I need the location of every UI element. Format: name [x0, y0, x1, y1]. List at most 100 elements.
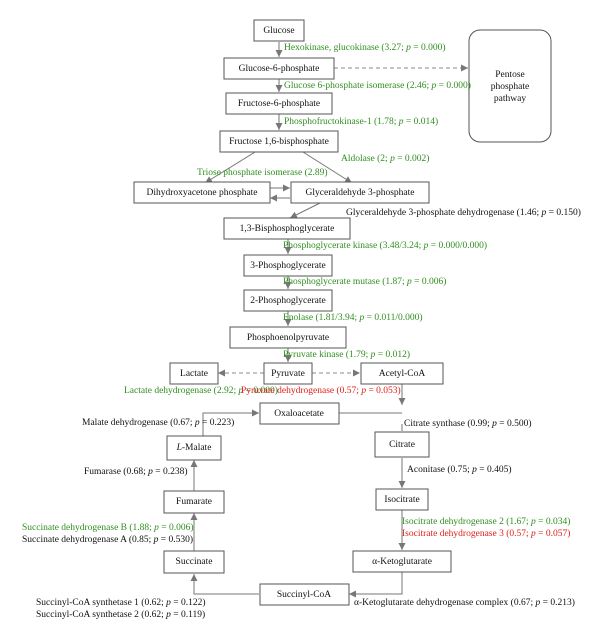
enzyme-enolase-text: Enolase (1.81/3.94;	[283, 312, 360, 323]
enzyme-akg-dehydrogenase-complex: α-Ketoglutarate dehydrogenase complex (0…	[354, 597, 575, 608]
enzyme-pyruvate-dehydrogenase: Pyruvate dehydrogenase (0.57; p = 0.053)	[241, 385, 401, 396]
p-symbol: p	[530, 529, 536, 539]
enzyme-gapdh-text: Glyceraldehyde 3-phosphate dehydrogenase…	[346, 207, 541, 218]
enzyme-g6p-isomerase-pvalue: = 0.000)	[436, 80, 471, 91]
enzyme-idh3-pvalue: = 0.057)	[536, 528, 571, 539]
enzyme-scs1-text: Succinyl-CoA synthetase 1 (0.62;	[36, 597, 166, 608]
edge-g3p-bpg13	[289, 202, 321, 219]
enzyme-aconitase-pvalue: = 0.405)	[477, 464, 512, 475]
enzyme-hexokinase: Hexokinase, glucokinase (3.27; p = 0.000…	[284, 42, 446, 53]
enzyme-pdh-pvalue: = 0.053)	[366, 385, 401, 396]
enzyme-hexokinase-pvalue: = 0.000)	[411, 42, 446, 53]
enzyme-aldolase-pvalue: = 0.002)	[395, 153, 430, 164]
enzyme-phosphoglycerate-kinase: Phosphoglycerate kinase (3.48/3.24; p = …	[283, 240, 487, 251]
enzyme-sdhb-pvalue: = 0.006)	[159, 522, 194, 533]
enzyme-pgm-text: Phosphoglycerate mutase (1.87;	[283, 276, 407, 287]
enzyme-gapdh-pvalue: = 0.150)	[546, 207, 581, 218]
p-symbol: p	[194, 418, 200, 428]
node-lactate-label: Lactate	[180, 369, 208, 379]
node-2-phosphoglycerate: 2-Phosphoglycerate	[243, 289, 333, 312]
enzyme-enolase: Enolase (1.81/3.94; p = 0.011/0.000)	[283, 312, 423, 323]
enzyme-idh3-text: Isocitrate dehydrogenase 3 (0.57;	[402, 528, 531, 539]
node-isocitrate: Isocitrate	[375, 488, 429, 511]
enzyme-aconitase: Aconitase (0.75; p = 0.405)	[407, 464, 512, 475]
node-13-bisphosphoglycerate: 1,3-Bisphosphoglycerate	[223, 217, 351, 240]
enzyme-fumarase: Fumarase (0.68; p = 0.238)	[84, 466, 188, 477]
enzyme-succinate-dehydrogenase-a: Succinate dehydrogenase A (0.85; p = 0.5…	[22, 534, 193, 545]
enzyme-fumarase-pvalue: = 0.238)	[153, 466, 188, 477]
enzyme-fumarase-text: Fumarase (0.68;	[84, 466, 148, 477]
p-symbol: p	[405, 43, 411, 53]
pathway-edges	[190, 42, 468, 598]
edge-akg-succinylcoa	[349, 572, 403, 598]
ppp-line-1: Pentose	[495, 70, 525, 80]
enzyme-mdh-text: Malate dehydrogenase (0.67;	[82, 417, 195, 428]
enzyme-gapdh: Glyceraldehyde 3-phosphate dehydrogenase…	[346, 207, 581, 218]
enzyme-ldh-pvalue: = 0.000)	[243, 385, 278, 396]
enzyme-succinyl-coa-synthetase-2: Succinyl-CoA synthetase 2 (0.62; p = 0.1…	[36, 609, 205, 620]
p-symbol: p	[165, 598, 171, 608]
p-symbol: p	[153, 523, 159, 533]
node-l-malate-name: -Malate	[182, 443, 212, 453]
p-symbol: p	[237, 386, 243, 396]
node-citrate: Citrate	[374, 431, 430, 458]
ppp-line-3: pathway	[494, 94, 526, 104]
enzyme-pyruvate-kinase: Pyruvate kinase (1.79; p = 0.012)	[283, 349, 410, 360]
enzyme-pgk-text: Phosphoglycerate kinase (3.48/3.24;	[283, 240, 424, 251]
node-succinyl-coa: Succinyl-CoA	[259, 583, 350, 606]
p-symbol: p	[540, 208, 546, 218]
enzyme-phosphoglycerate-mutase: Phosphoglycerate mutase (1.87; p = 0.006…	[283, 276, 446, 287]
enzyme-citrate-synthase: Citrate synthase (0.99; p = 0.500)	[404, 418, 532, 429]
p-symbol: p	[370, 350, 376, 360]
p-symbol: p	[153, 535, 159, 545]
node-oxaloacetate: Oxaloacetate	[259, 402, 340, 425]
node-pyruvate: Pyruvate	[263, 362, 313, 385]
enzyme-pk-text: Pyruvate kinase (1.79;	[283, 349, 371, 360]
enzyme-pgk-pvalue: = 0.000/0.000)	[428, 240, 487, 251]
p-symbol: p	[530, 517, 536, 527]
enzyme-g6p-isomerase: Glucose 6-phosphate isomerase (2.46; p =…	[284, 80, 471, 91]
node-acetyl-coa: Acetyl-CoA	[360, 362, 444, 385]
node-pentose-phosphate-pathway: Pentose phosphate pathway	[468, 29, 552, 143]
p-symbol: p	[534, 598, 540, 608]
enzyme-hexokinase-text: Hexokinase, glucokinase (3.27;	[284, 42, 406, 53]
edge-malate-oxaloacetate	[202, 409, 259, 436]
edge-f16bp-g3p	[302, 151, 353, 184]
enzyme-mdh-pvalue: = 0.223)	[200, 417, 235, 428]
edge-f16bp-dhap	[204, 151, 256, 184]
p-symbol: p	[398, 117, 404, 127]
p-symbol: p	[147, 467, 153, 477]
enzyme-akgdh-text: α-Ketoglutarate dehydrogenase complex (0…	[354, 597, 535, 608]
enzyme-phosphofructokinase-pvalue: = 0.014)	[404, 116, 439, 127]
node-l-malate: L-Malate	[166, 435, 222, 461]
node-phosphoenolpyruvate-label: Phosphoenolpyruvate	[247, 333, 329, 343]
node-succinate: Succinate	[163, 550, 225, 574]
enzyme-isocitrate-dehydrogenase-2: Isocitrate dehydrogenase 2 (1.67; p = 0.…	[402, 516, 570, 527]
enzyme-cs-text: Citrate synthase (0.99;	[404, 418, 492, 429]
enzyme-pk-pvalue: = 0.012)	[375, 349, 410, 360]
node-oxaloacetate-label: Oxaloacetate	[274, 409, 324, 419]
node-dihydroxyacetone-phosphate: Dihydroxyacetone phosphate	[133, 181, 271, 204]
p-symbol: p	[491, 419, 497, 429]
node-13-bisphosphoglycerate-label: 1,3-Bisphosphoglycerate	[240, 224, 335, 234]
node-3-phosphoglycerate-label: 3-Phosphoglycerate	[250, 261, 325, 271]
node-3-phosphoglycerate: 3-Phosphoglycerate	[243, 254, 333, 277]
node-isocitrate-label: Isocitrate	[384, 495, 419, 505]
node-dihydroxyacetone-phosphate-label: Dihydroxyacetone phosphate	[146, 188, 257, 198]
enzyme-labels: Hexokinase, glucokinase (3.27; p = 0.000…	[22, 42, 581, 620]
p-symbol: p	[430, 81, 436, 91]
enzyme-g6p-isomerase-text: Glucose 6-phosphate isomerase (2.46;	[284, 80, 431, 91]
node-fumarate: Fumarate	[163, 490, 225, 514]
node-phosphoenolpyruvate: Phosphoenolpyruvate	[229, 326, 347, 349]
node-succinate-label: Succinate	[176, 557, 213, 567]
node-l-malate-prefix: L	[176, 443, 182, 453]
p-symbol: p	[406, 277, 412, 287]
enzyme-succinate-dehydrogenase-b: Succinate dehydrogenase B (1.88; p = 0.0…	[22, 522, 194, 533]
node-alpha-ketoglutarate-label: α-Ketoglutarate	[372, 557, 432, 567]
enzyme-malate-dehydrogenase: Malate dehydrogenase (0.67; p = 0.223)	[82, 417, 234, 428]
enzyme-lactate-dehydrogenase: Lactate dehydrogenase (2.92; p = 0.000)	[124, 385, 278, 396]
node-glucose-label: Glucose	[263, 26, 294, 36]
enzyme-enolase-pvalue: = 0.011/0.000)	[364, 312, 422, 323]
enzyme-cs-pvalue: = 0.500)	[497, 418, 532, 429]
